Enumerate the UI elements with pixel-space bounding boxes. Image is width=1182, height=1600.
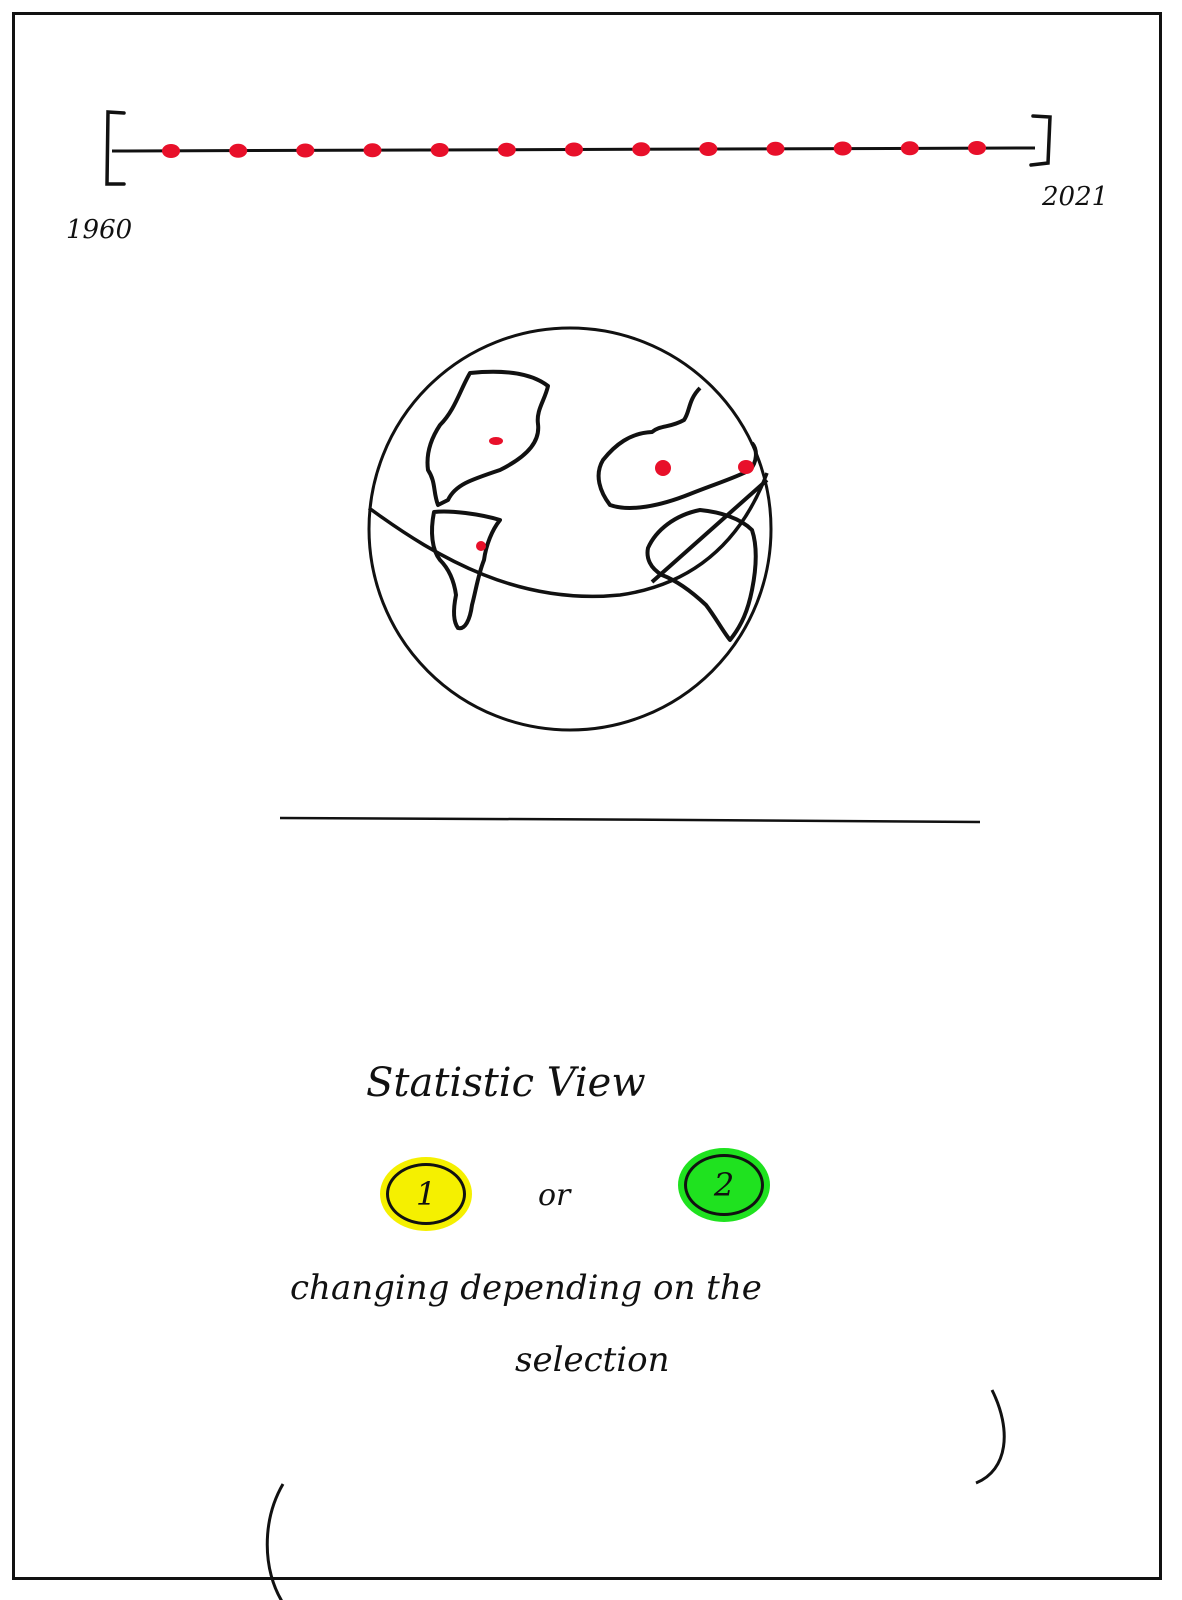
timeline-end-label: 2021 bbox=[1042, 182, 1109, 212]
region-marker-north-america[interactable] bbox=[489, 437, 503, 445]
timeline-marker[interactable] bbox=[363, 143, 382, 158]
timeline-marker[interactable] bbox=[430, 143, 449, 157]
timeline-start-label: 1960 bbox=[66, 215, 133, 245]
world-globe[interactable] bbox=[367, 326, 773, 732]
statistic-note-line-1: changing depending on the bbox=[290, 1268, 762, 1308]
timeline-right-bracket bbox=[1029, 114, 1052, 167]
region-marker-asia[interactable] bbox=[738, 460, 754, 474]
statistic-option-1-label: 1 bbox=[415, 1175, 437, 1213]
timeline-marker[interactable] bbox=[968, 141, 986, 155]
statistic-view-title: Statistic View bbox=[366, 1060, 646, 1106]
continent-africa bbox=[645, 508, 758, 642]
continent-eurasia bbox=[596, 386, 758, 510]
continent-south-america bbox=[430, 509, 502, 631]
timeline-marker[interactable] bbox=[900, 141, 919, 156]
timeline-marker[interactable] bbox=[565, 142, 583, 157]
region-marker-europe[interactable] bbox=[655, 460, 671, 476]
sketch-frame bbox=[12, 12, 1162, 1580]
note-close-paren bbox=[975, 1389, 1006, 1485]
statistic-option-2[interactable]: 2 bbox=[684, 1154, 764, 1216]
timeline-marker[interactable] bbox=[766, 141, 785, 156]
statistic-note-line-2: selection bbox=[515, 1340, 670, 1380]
statistic-option-2-label: 2 bbox=[713, 1166, 735, 1204]
region-marker-south-america[interactable] bbox=[476, 541, 486, 551]
timeline-marker[interactable] bbox=[229, 143, 248, 158]
timeline-marker[interactable] bbox=[296, 143, 315, 158]
timeline-slider[interactable] bbox=[105, 110, 1052, 186]
timeline-left-bracket bbox=[105, 110, 126, 186]
section-divider bbox=[279, 816, 981, 824]
statistic-option-1[interactable]: 1 bbox=[386, 1163, 466, 1225]
globe-outline bbox=[367, 326, 773, 732]
timeline-marker[interactable] bbox=[162, 144, 180, 158]
timeline-marker[interactable] bbox=[632, 142, 651, 157]
continent-north-america bbox=[425, 369, 550, 507]
timeline-marker[interactable] bbox=[497, 142, 516, 157]
note-open-paren bbox=[265, 1483, 285, 1600]
statistic-option-separator: or bbox=[538, 1178, 571, 1213]
timeline-markers[interactable] bbox=[162, 141, 986, 158]
timeline-marker[interactable] bbox=[833, 141, 852, 156]
continent-link-line bbox=[650, 478, 769, 584]
timeline-marker[interactable] bbox=[699, 142, 718, 156]
